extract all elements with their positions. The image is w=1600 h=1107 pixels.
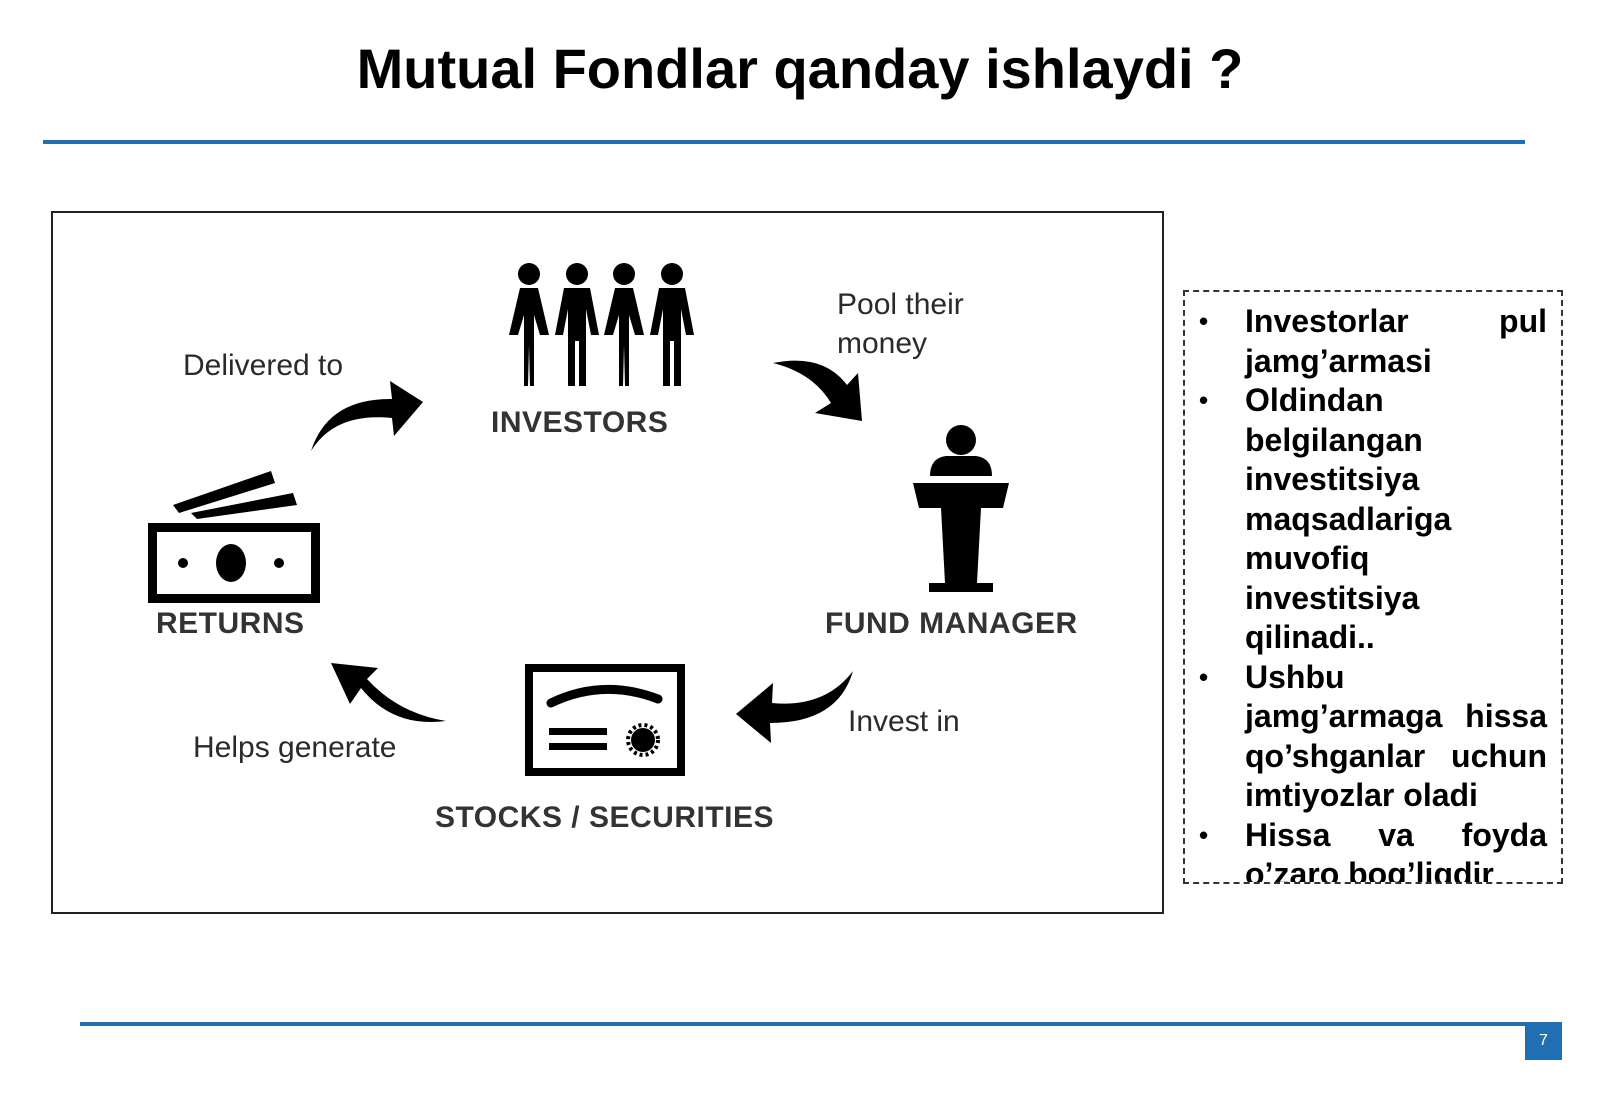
note-item: Ushbu jamg’armaga hissa qo’shganlar uchu… <box>1199 658 1547 816</box>
page-number: 7 <box>1525 1022 1562 1060</box>
notes-box: Investorlar pul jamg’armasi Oldindan bel… <box>1183 290 1563 884</box>
node-fund-manager: FUND MANAGER <box>825 607 1078 640</box>
edge-label-pool-line2: money <box>837 327 928 360</box>
note-item: Oldindan belgilangan investitsiya maqsad… <box>1199 381 1547 658</box>
top-divider <box>43 140 1525 144</box>
node-stocks: STOCKS / SECURITIES <box>435 801 775 834</box>
bottom-divider <box>80 1022 1525 1026</box>
node-returns: RETURNS <box>156 607 305 640</box>
edge-label-helps: Helps generate <box>193 731 397 764</box>
curved-arrow-icon <box>311 360 862 743</box>
people-group-icon <box>509 263 694 386</box>
edge-label-delivered: Delivered to <box>183 349 344 382</box>
certificate-icon <box>525 664 685 776</box>
node-investors: INVESTORS <box>491 406 669 439</box>
notes-list: Investorlar pul jamg’armasi Oldindan bel… <box>1185 292 1561 883</box>
note-item: Hissa va foyda o’zaro bog’liqdir <box>1199 816 1547 883</box>
edge-label-pool-line1: Pool their <box>837 288 964 321</box>
slide-title: Mutual Fondlar qanday ishlaydi ? <box>356 37 1244 100</box>
diagram-graphics <box>148 263 1009 776</box>
edge-label-invest: Invest in <box>848 705 960 738</box>
mutual-fund-cycle-diagram: INVESTORS FUND MANAGER STOCKS / SECURITI… <box>51 211 1164 914</box>
podium-speaker-icon <box>913 425 1009 592</box>
money-stack-icon <box>148 471 320 603</box>
note-item: Investorlar pul jamg’armasi <box>1199 302 1547 381</box>
